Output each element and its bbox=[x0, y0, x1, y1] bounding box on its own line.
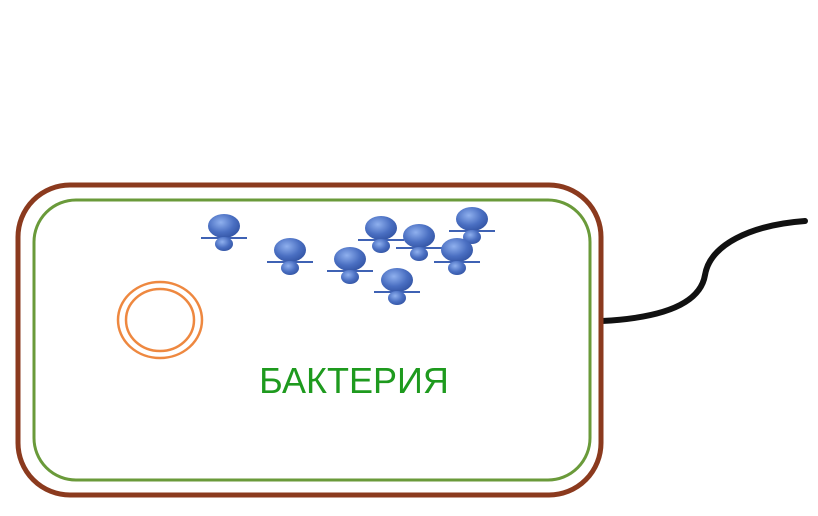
nucleoid-icon bbox=[116, 280, 204, 360]
ribosome-group bbox=[201, 207, 495, 305]
ribosome-icon bbox=[374, 268, 420, 305]
flagellum-icon bbox=[599, 218, 808, 324]
ribosome-icon bbox=[396, 224, 442, 261]
ribosome-icon bbox=[434, 238, 480, 275]
ribosome-icon bbox=[449, 207, 495, 244]
cell-wall bbox=[15, 182, 604, 498]
ribosome-icon bbox=[267, 238, 313, 275]
bacterium-label: БАКТЕРИЯ bbox=[259, 360, 449, 401]
ribosome-icon bbox=[358, 216, 404, 253]
ribosome-icon bbox=[327, 247, 373, 284]
cell-membrane bbox=[32, 198, 592, 482]
ribosome-icon bbox=[201, 214, 247, 251]
